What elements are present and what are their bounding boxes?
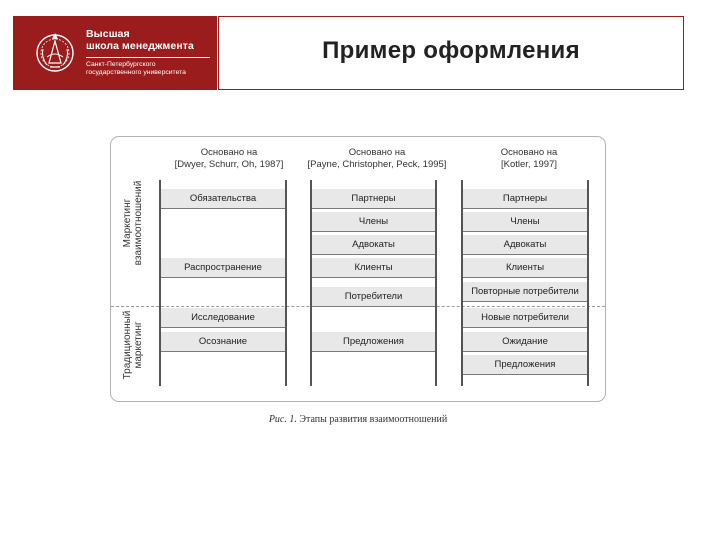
column-1-right-bar bbox=[285, 180, 287, 386]
column-2-head-line2: [Payne, Christopher, Peck, 1995] bbox=[307, 159, 447, 170]
logo-text: Высшая школа менеджмента Санкт-Петербург… bbox=[86, 28, 210, 77]
column-3-cell-3: Адвокаты bbox=[463, 235, 587, 255]
figure-caption: Рис. 1. Этапы развития взаимоотношений bbox=[110, 414, 606, 425]
column-3-cell-4: Клиенты bbox=[463, 258, 587, 278]
column-2-head-line1: Основано на bbox=[348, 147, 406, 158]
column-3-head-line2: [Kotler, 1997] bbox=[501, 159, 557, 170]
column-2-cell-4: Клиенты bbox=[312, 258, 435, 278]
logo-line-3: Санкт-Петербургского bbox=[86, 60, 156, 68]
column-2-right-bar bbox=[435, 180, 437, 386]
logo-line-2: школа менеджмента bbox=[86, 39, 194, 52]
column-1-cell-1: Обязательства bbox=[161, 189, 285, 209]
column-1-cell-4: Осознание bbox=[161, 332, 285, 352]
column-2-cell-5: Потребители bbox=[312, 287, 435, 307]
title-box: Пример оформления bbox=[218, 16, 684, 90]
column-2-header: Основано на [Payne, Christopher, Peck, 1… bbox=[307, 147, 447, 171]
column-3-cell-6: Новые потребители bbox=[463, 308, 587, 328]
column-3-cell-8: Предложения bbox=[463, 355, 587, 375]
column-1-head-line2: [Dwyer, Schurr, Oh, 1987] bbox=[174, 159, 284, 170]
column-1-head-line1: Основано на bbox=[200, 147, 258, 158]
caption-label: Рис. 1. bbox=[268, 414, 297, 425]
column-2-cell-6: Предложения bbox=[312, 332, 435, 352]
caption-text: Этапы развития взаимоотношений bbox=[299, 414, 448, 425]
column-2-cell-2: Члены bbox=[312, 212, 435, 232]
logo-line-4: государственного университета bbox=[86, 68, 186, 76]
column-2-left-bar bbox=[310, 180, 312, 386]
stages-figure: Маркетинг взаимоотношений Традиционный м… bbox=[110, 136, 606, 402]
column-3-cell-1: Партнеры bbox=[463, 189, 587, 209]
column-1-left-bar bbox=[159, 180, 161, 386]
column-3-right-bar bbox=[587, 180, 589, 386]
side-label-traditional: Традиционный маркетинг bbox=[122, 305, 146, 385]
university-emblem-icon bbox=[36, 33, 74, 72]
logo-block: Высшая школа менеджмента Санкт-Петербург… bbox=[13, 16, 217, 90]
side-label-traditional-text: Традиционный маркетинг bbox=[122, 310, 144, 380]
slide-title: Пример оформления bbox=[322, 37, 580, 64]
column-1-cell-2: Распространение bbox=[161, 258, 285, 278]
column-1-cell-3: Исследование bbox=[161, 308, 285, 328]
column-1-header: Основано на [Dwyer, Schurr, Oh, 1987] bbox=[159, 147, 299, 171]
column-3-head-line1: Основано на bbox=[500, 147, 558, 158]
column-3-header: Основано на [Kotler, 1997] bbox=[459, 147, 599, 171]
column-3-cell-7: Ожидание bbox=[463, 332, 587, 352]
column-2-cell-1: Партнеры bbox=[312, 189, 435, 209]
logo-line-1: Высшая bbox=[86, 28, 130, 40]
column-3-cell-5: Повторные потребители bbox=[463, 282, 587, 302]
column-2-cell-3: Адвокаты bbox=[312, 235, 435, 255]
column-3-left-bar bbox=[461, 180, 463, 386]
side-label-relationship: Маркетинг взаимоотношений bbox=[122, 168, 146, 278]
side-label-relationship-text: Маркетинг взаимоотношений bbox=[122, 180, 144, 266]
column-3-cell-2: Члены bbox=[463, 212, 587, 232]
logo-divider bbox=[86, 56, 210, 58]
